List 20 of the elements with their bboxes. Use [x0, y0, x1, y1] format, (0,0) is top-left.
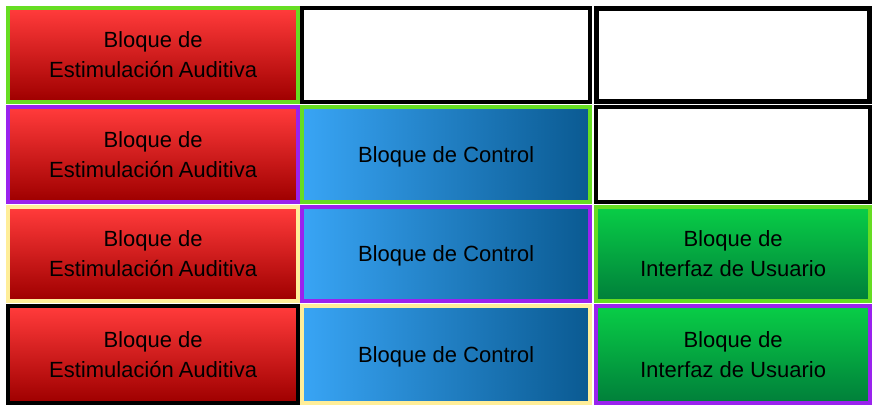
block-label: Bloque de Control: [356, 140, 536, 169]
block-box: [300, 105, 592, 204]
block-box: [594, 304, 872, 405]
block-label: Bloque de Estimulación Auditiva: [48, 225, 258, 283]
block-label: Bloque de Interfaz de Usuario: [639, 225, 827, 283]
block-box: [6, 6, 300, 104]
block-label: Bloque de Estimulación Auditiva: [48, 126, 258, 184]
block-box: [300, 304, 592, 405]
block-box: [6, 304, 300, 405]
block-box: [6, 205, 300, 303]
block-label: Bloque de Control: [356, 240, 536, 268]
block-box: [300, 205, 592, 303]
empty-box: [594, 105, 872, 204]
block-label: Bloque de Interfaz de Usuario: [639, 326, 827, 384]
block-label: Bloque de Estimulación Auditiva: [48, 326, 258, 384]
block-label: Bloque de Estimulación Auditiva: [48, 26, 258, 84]
block-box: [6, 105, 300, 204]
block-box: [594, 205, 872, 303]
empty-box: [594, 6, 872, 104]
block-label: Bloque de Control: [356, 340, 536, 369]
